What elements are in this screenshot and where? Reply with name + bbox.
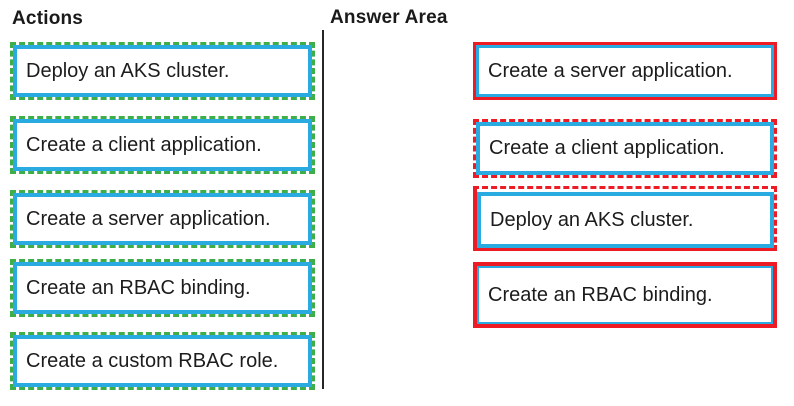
action-item-create-client-application[interactable]: Create a client application. [10,116,315,174]
answer-item-create-rbac-binding[interactable]: Create an RBAC binding. [473,262,777,328]
action-item-create-rbac-binding[interactable]: Create an RBAC binding. [10,259,315,317]
action-item-deploy-aks-cluster[interactable]: Deploy an AKS cluster. [10,42,315,100]
action-item-create-custom-rbac-role[interactable]: Create a custom RBAC role. [10,332,315,390]
action-item-create-server-application[interactable]: Create a server application. [10,190,315,248]
answer-item-label: Create a client application. [489,137,725,159]
action-item-label: Create a server application. [26,207,271,230]
answer-item-create-client-application[interactable]: Create a client application. [473,119,777,178]
action-item-label: Create a custom RBAC role. [26,349,279,372]
actions-header: Actions [12,8,84,29]
answer-item-create-server-application[interactable]: Create a server application. [473,42,777,100]
answer-area-header: Answer Area [330,7,448,28]
answer-item-deploy-aks-cluster[interactable]: Deploy an AKS cluster. [473,186,777,251]
answer-item-label: Create an RBAC binding. [488,283,713,306]
action-item-label: Create an RBAC binding. [26,276,251,299]
action-item-label: Create a client application. [26,133,262,156]
answer-item-label: Deploy an AKS cluster. [490,208,694,231]
column-divider [322,30,324,389]
answer-item-label: Create a server application. [488,59,733,82]
action-item-label: Deploy an AKS cluster. [26,59,230,82]
